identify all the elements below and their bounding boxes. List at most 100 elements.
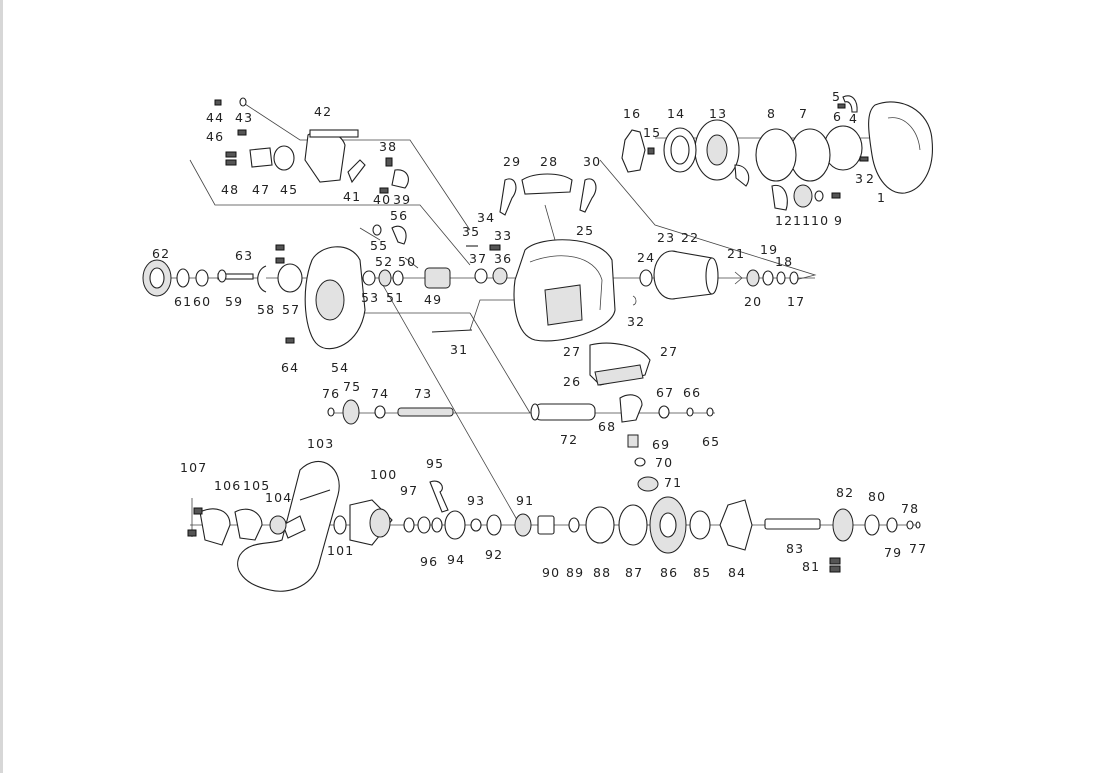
- part-label: 87: [625, 565, 643, 580]
- part-label: 10: [811, 213, 829, 228]
- part-label: 19: [760, 242, 778, 257]
- part-label: 69: [652, 437, 670, 452]
- part-label: 18: [775, 254, 793, 269]
- part-label: 58: [257, 302, 275, 317]
- part-label: 2: [866, 171, 875, 186]
- part-label: 75: [343, 379, 361, 394]
- part-label: 5: [832, 89, 841, 104]
- part-label: 65: [702, 434, 720, 449]
- part-label: 78: [901, 501, 919, 516]
- part-label: 67: [656, 385, 674, 400]
- part-label: 56: [390, 208, 408, 223]
- part-label: 21: [727, 246, 745, 261]
- part-label: 23: [657, 230, 675, 245]
- part-label: 76: [322, 386, 340, 401]
- part-label: 9: [834, 213, 843, 228]
- part-label: 36: [494, 251, 512, 266]
- part-label: 106: [214, 478, 241, 493]
- part-label: 24: [637, 250, 655, 265]
- part-label: 1: [877, 190, 886, 205]
- part-label: 27: [563, 344, 581, 359]
- part-label: 13: [709, 106, 727, 121]
- part-label: 29: [503, 154, 521, 169]
- part-label: 39: [393, 192, 411, 207]
- part-label: 80: [868, 489, 886, 504]
- part-number-labels: 1 2 3 4 5 6 7 8 9 10 11 12 13 14 15 16 1…: [152, 89, 926, 580]
- part-label: 63: [235, 248, 253, 263]
- part-label: 51: [386, 290, 404, 305]
- part-label: 96: [420, 554, 438, 569]
- part-label: 46: [206, 129, 224, 144]
- part-label: 93: [467, 493, 485, 508]
- part-label: 40: [373, 192, 391, 207]
- part-label: 74: [371, 386, 389, 401]
- part-label: 97: [400, 483, 418, 498]
- part-label: 95: [426, 456, 444, 471]
- part-label: 100: [370, 467, 397, 482]
- part-label: 101: [327, 543, 354, 558]
- part-label: 3: [855, 171, 864, 186]
- part-label: 86: [660, 565, 678, 580]
- part-label: 88: [593, 565, 611, 580]
- part-label: 60: [193, 294, 211, 309]
- part-label: 14: [667, 106, 685, 121]
- part-label: 43: [235, 110, 253, 125]
- part-label: 73: [414, 386, 432, 401]
- part-label: 47: [252, 182, 270, 197]
- part-label: 12: [775, 213, 793, 228]
- part-label: 107: [180, 460, 207, 475]
- part-label: 50: [398, 254, 416, 269]
- part-label: 16: [623, 106, 641, 121]
- part-label: 104: [265, 490, 292, 505]
- part-label: 61: [174, 294, 192, 309]
- part-label: 30: [583, 154, 601, 169]
- part-label: 6: [833, 109, 842, 124]
- part-label: 70: [655, 455, 673, 470]
- part-label: 62: [152, 246, 170, 261]
- part-label: 42: [314, 104, 332, 119]
- part-label: 71: [664, 475, 682, 490]
- parts: [142, 95, 933, 592]
- part-label: 22: [681, 230, 699, 245]
- part-label: 20: [744, 294, 762, 309]
- part-label: 45: [280, 182, 298, 197]
- part-label: 89: [566, 565, 584, 580]
- part-label: 35: [462, 224, 480, 239]
- part-label: 27: [660, 344, 678, 359]
- part-label: 26: [563, 374, 581, 389]
- part-label: 41: [343, 189, 361, 204]
- part-label: 4: [849, 111, 858, 126]
- part-label: 72: [560, 432, 578, 447]
- part-label: 103: [307, 436, 334, 451]
- part-label: 64: [281, 360, 299, 375]
- part-label: 57: [282, 302, 300, 317]
- part-label: 38: [379, 139, 397, 154]
- part-label: 81: [802, 559, 820, 574]
- part-label: 28: [540, 154, 558, 169]
- part-label: 94: [447, 552, 465, 567]
- part-label: 79: [884, 545, 902, 560]
- part-label: 82: [836, 485, 854, 500]
- part-label: 31: [450, 342, 468, 357]
- part-label: 59: [225, 294, 243, 309]
- part-label: 33: [494, 228, 512, 243]
- part-label: 15: [643, 125, 661, 140]
- part-label: 85: [693, 565, 711, 580]
- part-label: 54: [331, 360, 349, 375]
- part-label: 44: [206, 110, 224, 125]
- part-label: 52: [375, 254, 393, 269]
- part-label: 92: [485, 547, 503, 562]
- part-label: 105: [243, 478, 270, 493]
- part-label: 8: [767, 106, 776, 121]
- part-label: 25: [576, 223, 594, 238]
- part-label: 17: [787, 294, 805, 309]
- window-left-edge: [0, 0, 3, 773]
- part-label: 83: [786, 541, 804, 556]
- part-label: 84: [728, 565, 746, 580]
- part-label: 49: [424, 292, 442, 307]
- part-label: 68: [598, 419, 616, 434]
- part-label: 90: [542, 565, 560, 580]
- part-label: 37: [469, 251, 487, 266]
- part-label: 11: [793, 213, 811, 228]
